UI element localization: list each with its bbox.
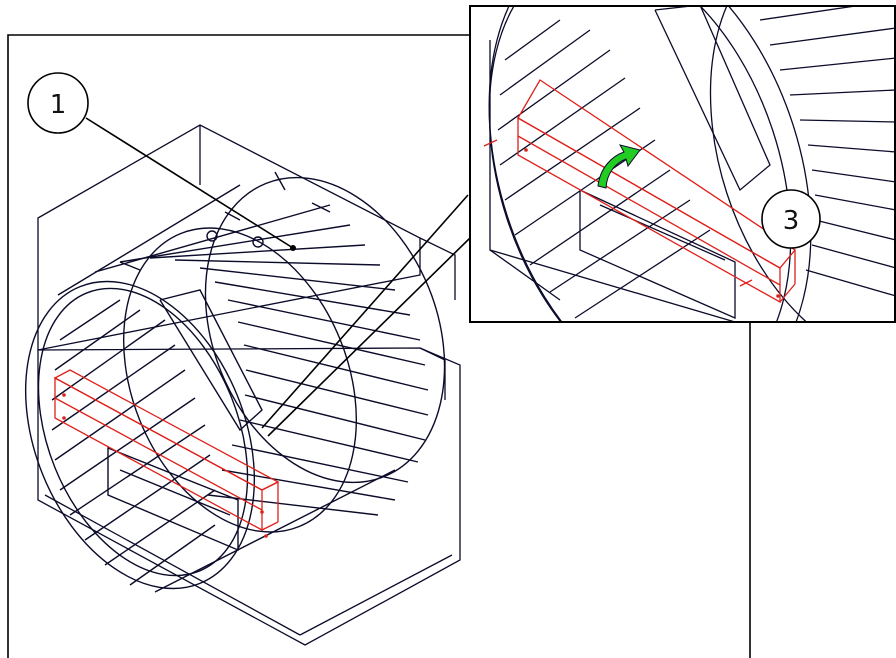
highlighted-bar: [53, 369, 280, 532]
bar-screw-marks: [62, 393, 268, 538]
drum: [24, 171, 446, 593]
curved-arrow-icon: [597, 144, 641, 189]
callout-3-label: 3: [783, 206, 800, 236]
zoom-inset: 3: [469, 5, 896, 323]
enclosure-box: [37, 124, 461, 646]
inset-screw-marks: [524, 148, 780, 298]
zoom-leader-lines: [261, 194, 471, 437]
callout-1-label: 1: [50, 90, 67, 120]
inset-frame: [469, 5, 896, 323]
callout-3: 3: [761, 189, 821, 249]
callout-1: 1: [27, 72, 296, 251]
inset-highlighted-bar: [483, 79, 796, 304]
page-frame: [7, 34, 751, 658]
